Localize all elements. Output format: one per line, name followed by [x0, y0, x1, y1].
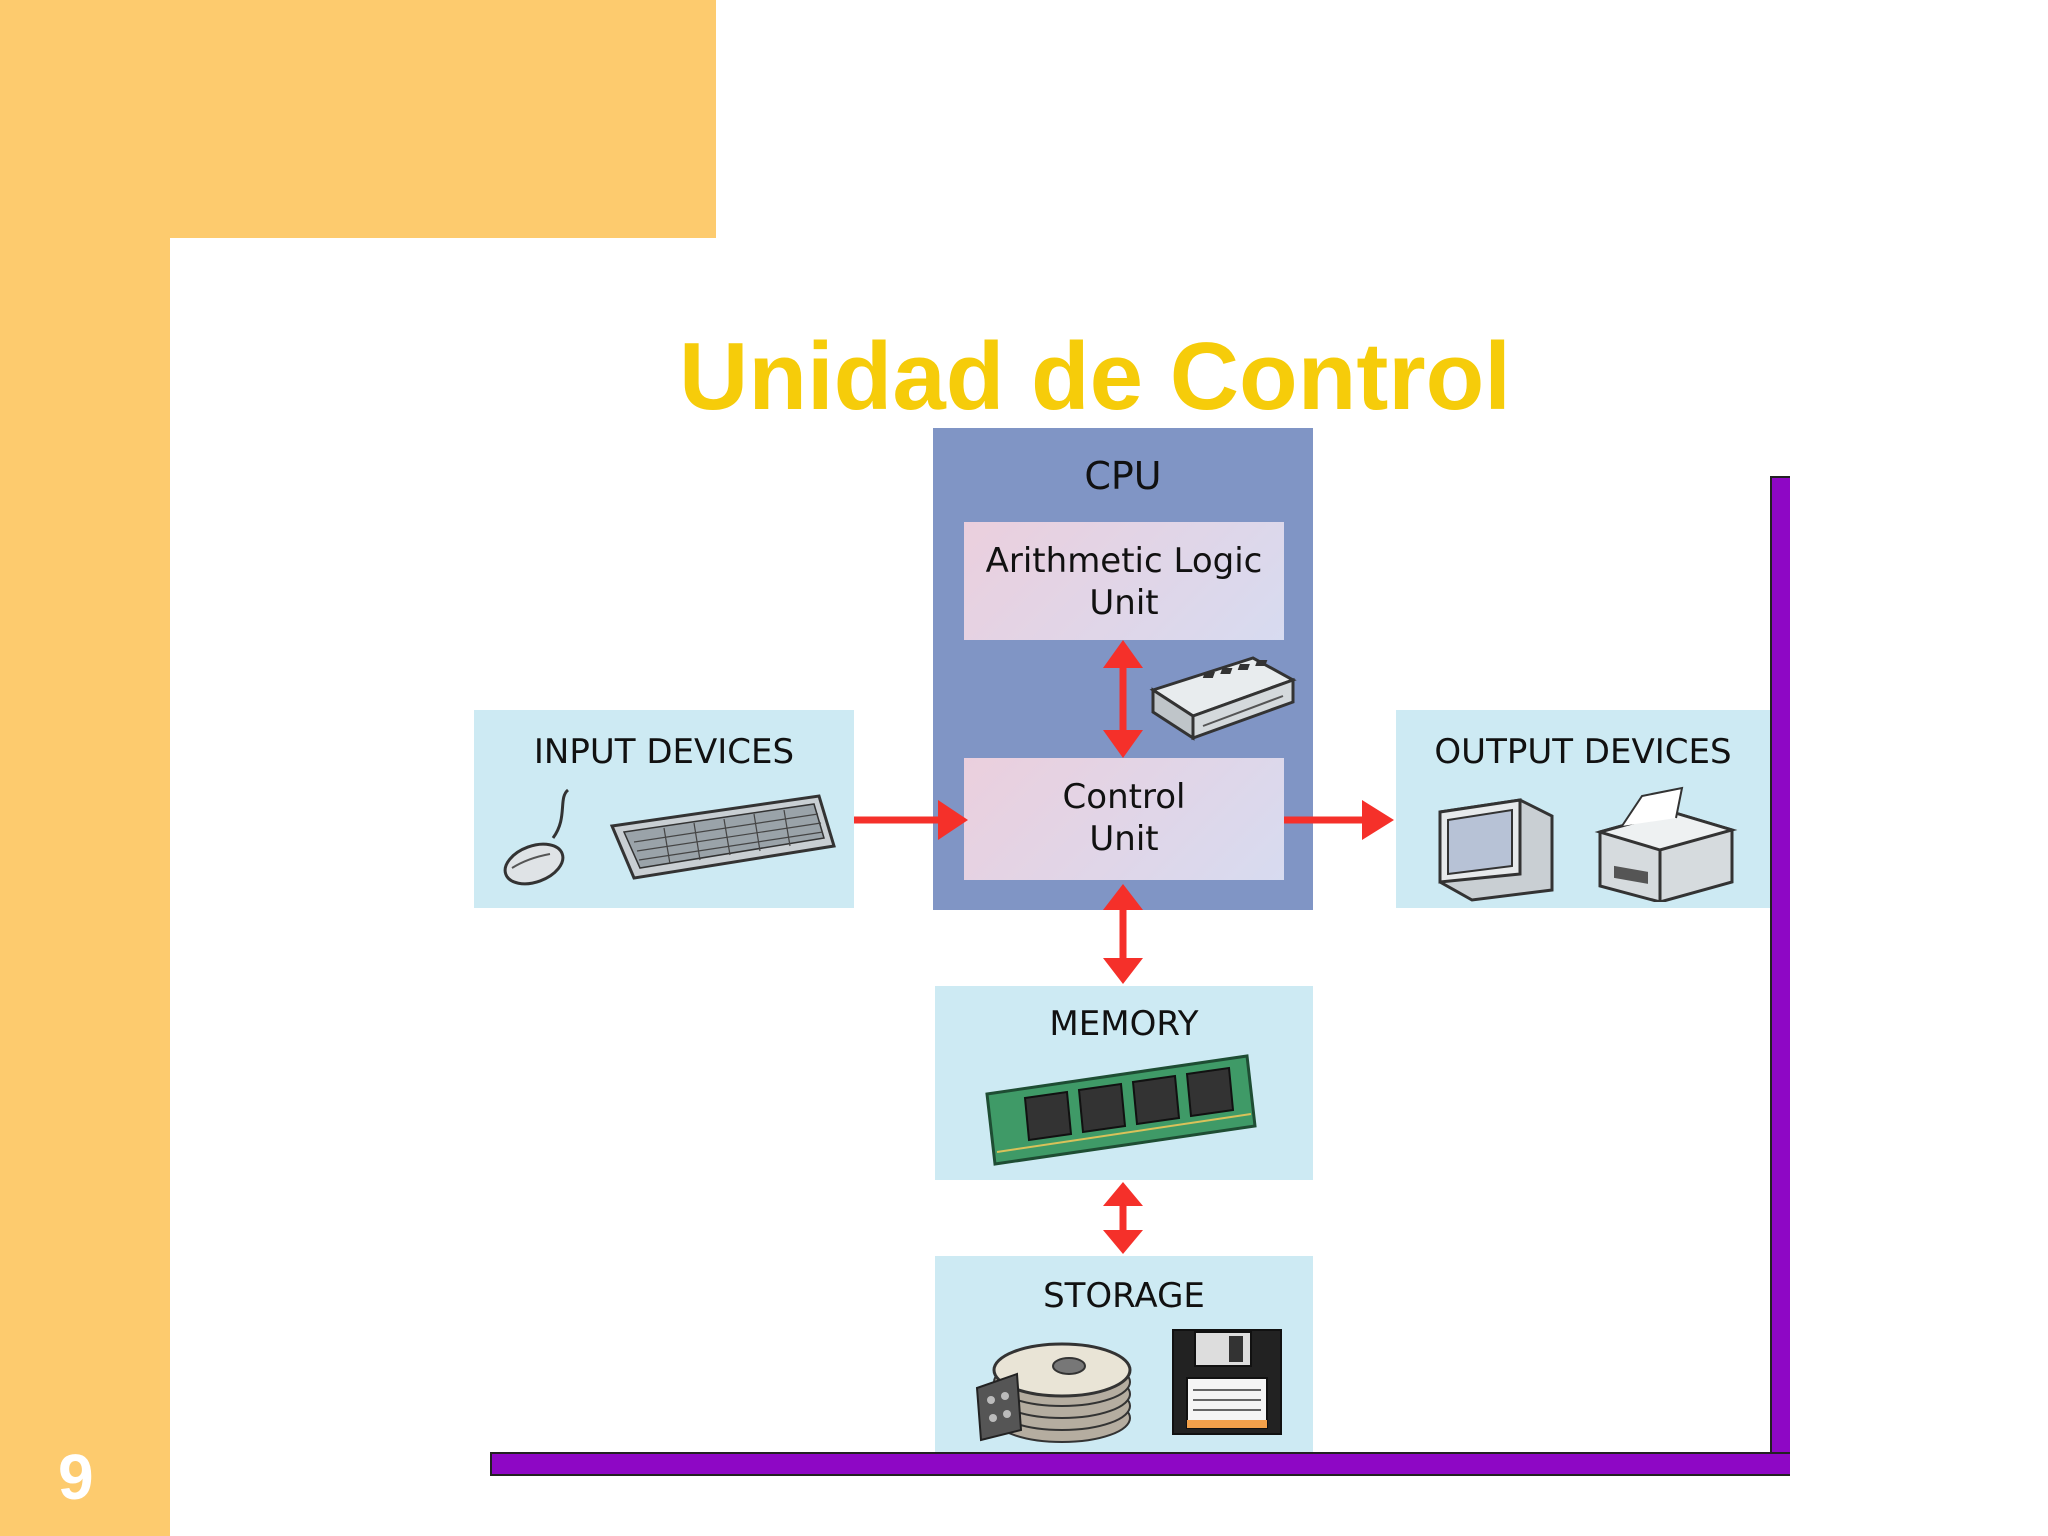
alu-box: Arithmetic Logic Unit — [964, 522, 1284, 640]
monitor-icon — [1438, 798, 1554, 902]
accent-band-left — [0, 0, 170, 1536]
arrow-input-to-control — [854, 800, 968, 840]
arrow-memory-storage — [1103, 1182, 1143, 1254]
arrow-control-memory — [1103, 884, 1143, 984]
output-devices-label: OUTPUT DEVICES — [1434, 732, 1732, 772]
storage-label: STORAGE — [1043, 1276, 1205, 1316]
slide-number: 9 — [58, 1441, 94, 1513]
memory-panel: MEMORY — [935, 986, 1313, 1180]
alu-label-line1: Arithmetic Logic — [985, 541, 1263, 581]
storage-panel: STORAGE — [935, 1256, 1313, 1452]
input-devices-panel: INPUT DEVICES — [474, 710, 854, 908]
modem-icon — [1149, 656, 1297, 741]
alu-label-line2: Unit — [1089, 583, 1159, 623]
printer-icon — [1594, 786, 1738, 902]
frame-bottom-border — [490, 1452, 1790, 1476]
floppy-disk-icon — [1172, 1329, 1282, 1435]
frame-right-border — [1770, 476, 1790, 1476]
cpu-label: CPU — [1084, 454, 1162, 498]
keyboard-icon — [609, 794, 836, 880]
arrow-alu-control — [1103, 640, 1143, 758]
slide-title: Unidad de Control — [679, 323, 1511, 430]
control-unit-label-line1: Control — [1062, 777, 1186, 817]
mouse-icon — [503, 788, 570, 886]
control-unit-box: Control Unit — [964, 758, 1284, 880]
memory-module-icon — [985, 1054, 1257, 1166]
arrow-control-to-output — [1284, 800, 1394, 840]
output-devices-panel: OUTPUT DEVICES — [1396, 710, 1770, 908]
hard-disk-icon — [975, 1342, 1132, 1443]
input-devices-label: INPUT DEVICES — [533, 732, 795, 772]
memory-label: MEMORY — [1049, 1004, 1199, 1044]
control-unit-label-line2: Unit — [1089, 819, 1159, 859]
